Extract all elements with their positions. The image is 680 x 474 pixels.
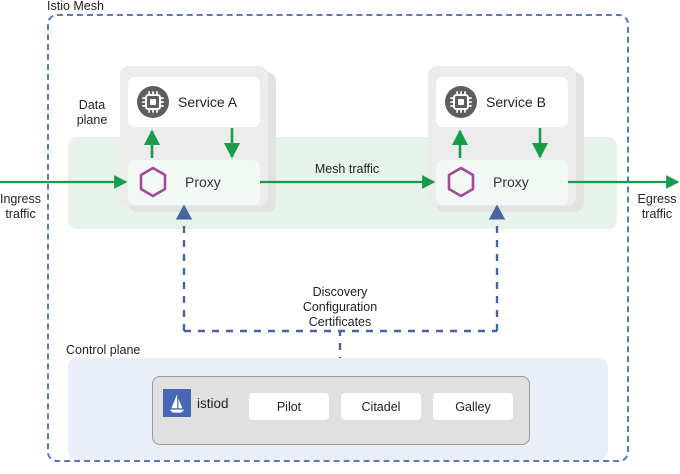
hexagon-icon: [136, 165, 170, 199]
service-b-card[interactable]: Service B: [436, 77, 568, 127]
component-galley[interactable]: Galley: [433, 393, 513, 420]
component-citadel[interactable]: Citadel: [341, 393, 421, 420]
proxy-b-label: Proxy: [493, 174, 529, 190]
proxy-a-card[interactable]: Proxy: [128, 160, 260, 205]
egress-traffic-label: Egress traffic: [637, 192, 677, 221]
service-a-card[interactable]: Service A: [128, 77, 260, 127]
istio-mesh-label: Istio Mesh: [47, 0, 104, 13]
ingress-traffic-label: Ingress traffic: [0, 192, 41, 221]
control-plane-label: Control plane: [66, 343, 141, 357]
xds-payload-label: Discovery Configuration Certificates: [302, 285, 378, 329]
proxy-b-card[interactable]: Proxy: [436, 160, 568, 205]
service-b-label: Service B: [486, 94, 546, 110]
istiod-label: istiod: [197, 396, 229, 411]
proxy-a-label: Proxy: [185, 174, 221, 190]
component-pilot[interactable]: Pilot: [249, 393, 329, 420]
istio-sail-logo-icon: [163, 389, 191, 417]
data-plane-label: Data plane: [76, 98, 108, 127]
cpu-chip-icon: [137, 86, 169, 118]
service-a-label: Service A: [178, 94, 238, 110]
istio-mesh-boundary: [47, 14, 629, 462]
mesh-traffic-label: Mesh traffic: [314, 162, 380, 176]
hexagon-icon: [444, 165, 478, 199]
cpu-chip-icon: [445, 86, 477, 118]
